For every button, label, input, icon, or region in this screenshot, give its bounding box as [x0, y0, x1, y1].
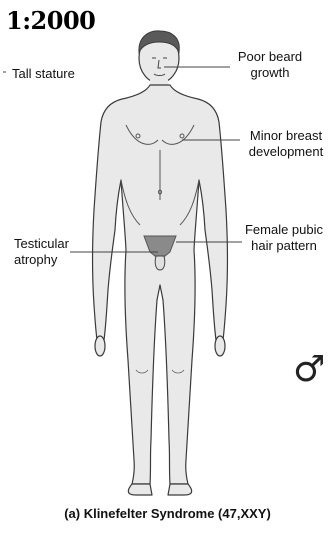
label-testicular: Testicular atrophy: [14, 236, 69, 268]
label-testicular-line1: Testicular: [14, 236, 69, 252]
label-poor-beard-line2: growth: [230, 65, 310, 81]
figure-caption: (a) Klinefelter Syndrome (47,XXY): [0, 506, 335, 521]
label-minor-breast-line2: development: [240, 144, 332, 160]
label-female-pubic-line1: Female pubic: [238, 222, 330, 238]
label-female-pubic: Female pubic hair pattern: [238, 222, 330, 254]
label-tall-stature: Tall stature: [12, 66, 75, 82]
label-poor-beard: Poor beard growth: [230, 49, 310, 81]
label-testicular-line2: atrophy: [14, 252, 69, 268]
label-poor-beard-line1: Poor beard: [230, 49, 310, 65]
label-minor-breast-line1: Minor breast: [240, 128, 332, 144]
label-minor-breast: Minor breast development: [240, 128, 332, 160]
genitalia: [155, 256, 165, 270]
ratio-label: 1:2000: [6, 6, 95, 35]
label-female-pubic-line2: hair pattern: [238, 238, 330, 254]
male-symbol-icon: ♂: [293, 352, 325, 388]
